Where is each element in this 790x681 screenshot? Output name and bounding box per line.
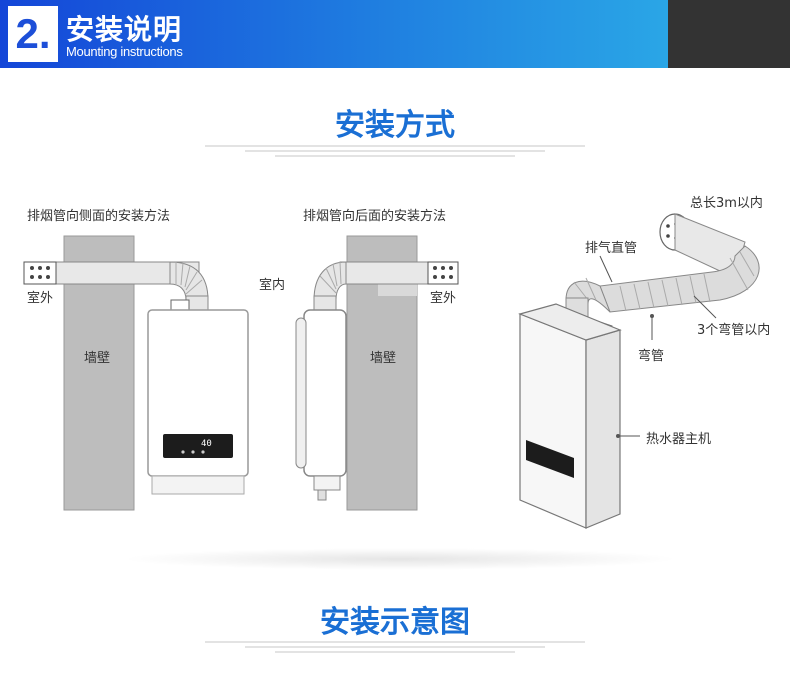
pipe-outlet-grille-2 — [427, 261, 459, 285]
heater-display-value: 40 — [201, 439, 212, 449]
section-title-diagram: 安装示意图 — [320, 605, 470, 640]
isometric-diagram — [518, 213, 760, 529]
header-banner — [0, 0, 668, 68]
label-wall-1: 墙壁 — [84, 351, 111, 366]
rear-exhaust-diagram — [295, 235, 459, 511]
header-subtitle: Mounting instructions — [66, 44, 183, 59]
decorative-fine-text — [200, 142, 590, 168]
heater-3d-display — [526, 440, 574, 478]
caption-rear-install: 排烟管向后面的安装方法 — [303, 209, 447, 224]
label-outdoor-1: 室外 — [27, 291, 54, 306]
decorative-shadow — [120, 548, 680, 570]
caption-side-install: 排烟管向侧面的安装方法 — [27, 209, 171, 224]
corrugated-pipe — [599, 245, 760, 313]
section-number-box: 2. — [8, 6, 58, 62]
decorative-fine-text-2 — [200, 638, 590, 664]
section-number: 2. — [15, 10, 51, 57]
label-elbow-count: 3个弯管以内 — [697, 323, 771, 338]
section-title-install-method: 安装方式 — [335, 108, 455, 143]
water-heater-3d-front — [519, 313, 587, 529]
water-heater-3d-side — [585, 329, 621, 529]
elbows-count-pointer — [693, 295, 717, 319]
pipe-outlet-grille — [23, 261, 57, 285]
label-wall-2: 墙壁 — [370, 351, 397, 366]
header-dark-block — [668, 0, 790, 68]
label-exhaust-pipe: 排气直管 — [585, 241, 638, 256]
water-heater-side — [303, 309, 347, 477]
straight-pipe-pointer — [599, 255, 613, 283]
side-exhaust-diagram: 40 — [23, 235, 249, 511]
label-heater-unit: 热水器主机 — [646, 432, 712, 447]
label-indoor: 室内 — [259, 278, 286, 293]
label-total-length: 总长3m以内 — [690, 196, 763, 211]
header-title: 安装说明 — [66, 13, 183, 46]
label-outdoor-2: 室外 — [430, 291, 457, 306]
label-elbow: 弯管 — [638, 349, 665, 364]
heater-display-panel — [163, 434, 233, 458]
